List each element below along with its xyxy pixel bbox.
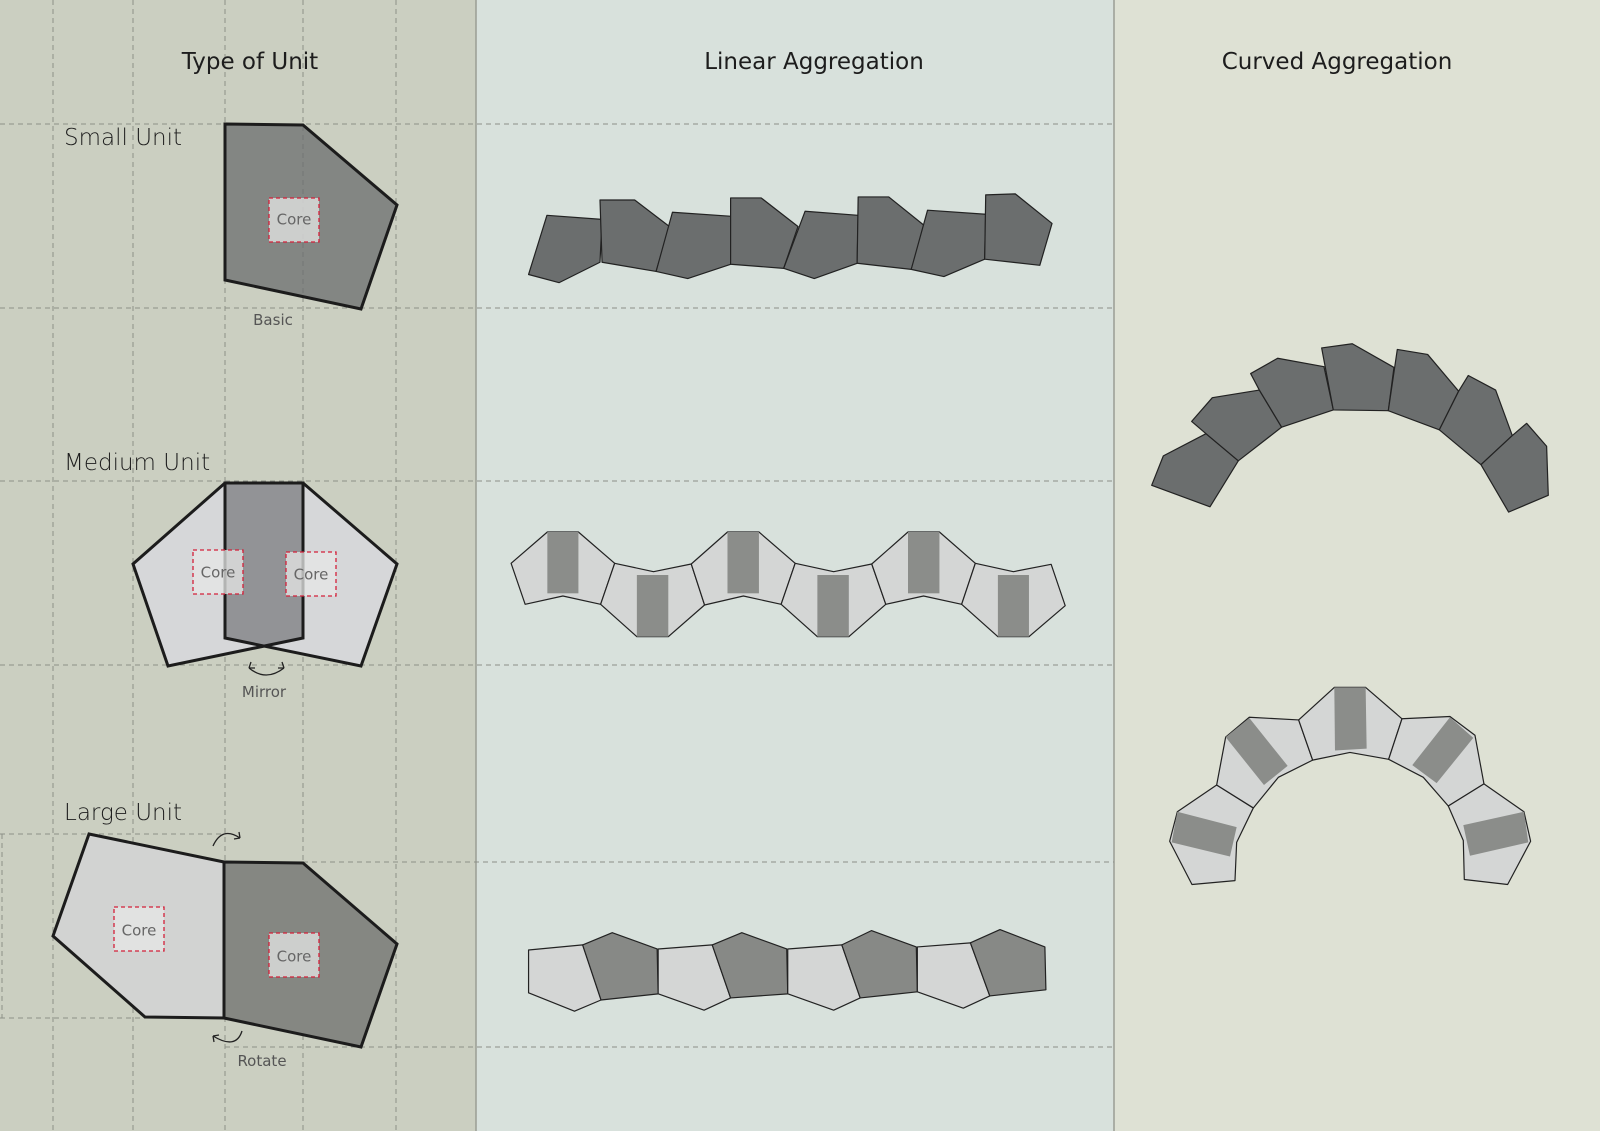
curved-aggregation-small bbox=[1152, 344, 1549, 512]
column-header-curved-aggregation: Curved Aggregation bbox=[1222, 49, 1453, 75]
rotate-arrow-top-icon bbox=[212, 831, 241, 847]
large-unit-core-label-right: Core bbox=[277, 948, 312, 966]
mirror-arrowhead-icon bbox=[248, 661, 285, 669]
small-unit-core-box bbox=[268, 197, 320, 243]
medium-unit-core-box-left bbox=[192, 549, 244, 595]
column-header-linear-aggregation: Linear Aggregation bbox=[704, 49, 924, 75]
linear-aggregation-small bbox=[529, 194, 1052, 283]
linear-aggregation-medium bbox=[511, 532, 1065, 637]
medium-unit-caption: Mirror bbox=[242, 683, 287, 701]
medium-unit-core-label-right: Core bbox=[294, 566, 329, 584]
large-unit-core-label-left: Core bbox=[122, 922, 157, 940]
column-header-type-of-unit: Type of Unit bbox=[181, 49, 318, 75]
curved-aggregation-medium bbox=[1170, 687, 1531, 884]
large-unit-title: Large Unit bbox=[64, 800, 182, 826]
large-unit-caption: Rotate bbox=[237, 1052, 286, 1070]
panel-curved-aggregation bbox=[1114, 0, 1600, 1131]
small-unit-core-label: Core bbox=[277, 211, 312, 229]
rotate-arrow-bottom-icon bbox=[212, 1030, 243, 1043]
medium-unit-core-label-left: Core bbox=[201, 564, 236, 582]
large-unit-core-box-right bbox=[268, 932, 320, 978]
small-unit-title: Small Unit bbox=[64, 125, 182, 151]
grid-lines bbox=[0, 0, 1114, 1131]
small-unit-caption: Basic bbox=[253, 311, 293, 329]
mirror-arrow-icon bbox=[248, 667, 285, 676]
medium-unit-core-box-right bbox=[285, 551, 337, 597]
medium-unit-title: Medium Unit bbox=[64, 450, 210, 476]
large-unit-core-box-left bbox=[113, 906, 165, 952]
linear-aggregation-large bbox=[529, 930, 1046, 1012]
